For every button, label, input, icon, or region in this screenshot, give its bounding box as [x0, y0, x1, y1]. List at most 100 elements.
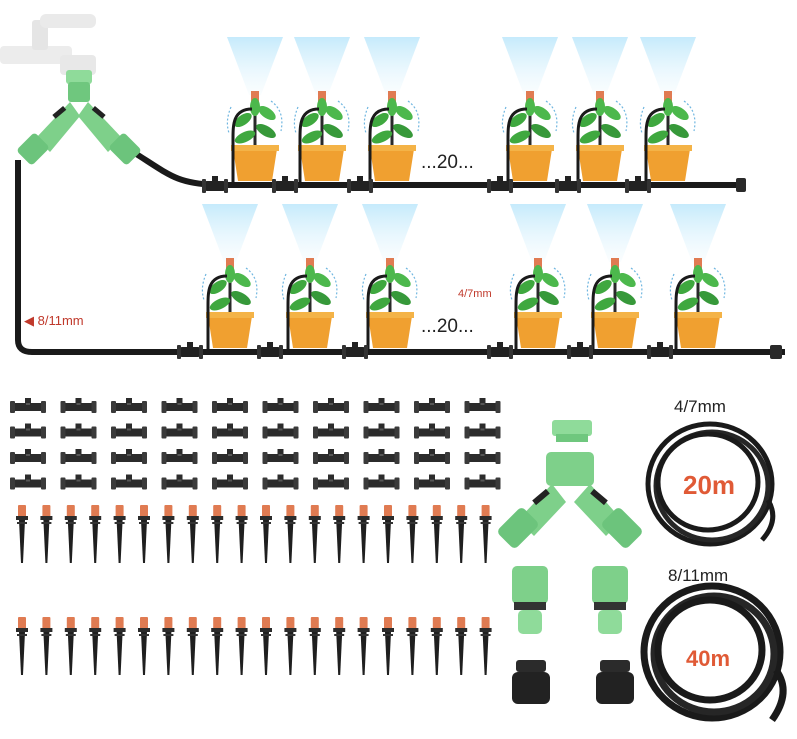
drip-stake-icon — [333, 505, 346, 563]
quick-connector-right — [592, 566, 628, 634]
end-plug-left — [512, 660, 550, 704]
tube-size-label-large: ◀ 8/11mm — [24, 313, 84, 329]
drip-stake-icon — [40, 505, 53, 563]
coil-length-small: 20m — [683, 470, 736, 500]
tee-connector-icon — [414, 449, 450, 464]
coil-title-small: 4/7mm — [674, 397, 726, 416]
drip-stake-icon — [308, 617, 321, 675]
tee-connector-icon — [60, 449, 97, 464]
drip-stake-icon — [89, 617, 102, 675]
drip-stake-icon — [64, 505, 77, 563]
tee-connector-icon — [212, 423, 248, 439]
tee-connector-grid — [10, 398, 501, 490]
drip-stake-icon — [64, 617, 77, 675]
tee-connector-icon — [464, 474, 501, 490]
tee-connector-icon — [60, 398, 97, 413]
tee-connector-icon — [10, 398, 46, 413]
tubing-coil-large — [640, 582, 787, 723]
tee-connector-icon — [464, 423, 501, 439]
tee-connector-icon — [10, 423, 46, 439]
drip-stake-icon — [89, 505, 102, 563]
drip-stake-icon — [16, 617, 28, 675]
drip-stake-icon — [138, 617, 150, 675]
tee-connector-icon — [10, 474, 46, 490]
tee-connector-icon — [363, 474, 400, 490]
tee-connector-icon — [313, 449, 349, 464]
drip-stake-icon — [260, 617, 272, 675]
drip-stake-icon — [406, 505, 419, 563]
drip-stake-icon — [260, 505, 272, 563]
faucet-icon — [0, 14, 96, 75]
drip-stake-icon — [479, 505, 492, 563]
tee-connector-icon — [262, 398, 299, 413]
tee-connector-icon — [313, 423, 349, 439]
tee-connector-icon — [161, 423, 198, 439]
drip-stake-icon — [162, 617, 175, 675]
drip-stake-icon — [382, 617, 394, 675]
tee-connector-icon — [414, 474, 450, 490]
count-label-row-1: ...20... — [421, 152, 474, 173]
tee-connector-icon — [262, 474, 299, 490]
drip-stake-icon — [284, 617, 297, 675]
tee-connector-icon — [111, 423, 147, 439]
tee-connector-icon — [262, 449, 299, 464]
tee-connector-icon — [363, 449, 400, 464]
drip-stake-icon — [357, 505, 370, 563]
tee-connector-icon — [313, 474, 349, 490]
coil-length-large: 40m — [686, 646, 731, 671]
drip-stake-icon — [162, 505, 175, 563]
drip-stake-icon — [382, 505, 394, 563]
tee-connector-icon — [414, 423, 450, 439]
drip-stake-icon — [308, 505, 321, 563]
tee-connector-icon — [111, 474, 147, 490]
drip-stake-icon — [430, 505, 443, 563]
tee-connector-icon — [212, 474, 248, 490]
drip-stake-icon — [406, 617, 419, 675]
tee-connector-icon — [212, 398, 248, 413]
drip-stake-icon — [455, 505, 468, 563]
drip-stake-icon — [333, 617, 346, 675]
drip-stake-icon — [357, 617, 370, 675]
tee-connector-icon — [313, 398, 349, 413]
drip-stake-icon — [113, 505, 126, 563]
tubing-coil-small — [645, 421, 776, 547]
end-plug-right — [596, 660, 634, 704]
tube-size-label-small: 4/7mm — [458, 288, 492, 300]
drip-stake-icon — [40, 617, 53, 675]
drip-stake-icon — [284, 505, 297, 563]
tee-connector-icon — [363, 423, 400, 439]
tee-connector-icon — [262, 423, 299, 439]
tee-connector-icon — [10, 449, 46, 464]
y-splitter-icon — [17, 70, 141, 165]
tee-connector-icon — [464, 449, 501, 464]
drip-stake-icon — [211, 617, 224, 675]
drip-stake-icon — [113, 617, 126, 675]
drip-stake-icon — [235, 505, 248, 563]
drip-stake-grid — [16, 505, 492, 675]
drip-stake-icon — [186, 617, 199, 675]
tee-connector-icon — [161, 398, 198, 413]
drip-stake-icon — [430, 617, 443, 675]
tee-connector-icon — [161, 474, 198, 490]
drip-stake-icon — [455, 617, 468, 675]
coil-title-large: 8/11mm — [668, 566, 729, 585]
drip-stake-icon — [479, 617, 492, 675]
drip-stake-icon — [16, 505, 28, 563]
tee-connector-icon — [111, 449, 147, 464]
tee-connector-icon — [60, 423, 97, 439]
tee-connector-icon — [111, 398, 147, 413]
drip-stake-icon — [138, 505, 150, 563]
quick-connector-left — [512, 566, 548, 634]
drip-stake-icon — [211, 505, 224, 563]
tube-size-label-large-text: 8/11mm — [37, 313, 84, 328]
y-splitter-product — [498, 420, 642, 548]
tee-connector-icon — [363, 398, 400, 413]
tee-connector-icon — [161, 449, 198, 464]
arrow-left-icon: ◀ — [24, 313, 34, 328]
drip-stake-icon — [186, 505, 199, 563]
tee-connector-icon — [414, 398, 450, 413]
drip-stake-icon — [235, 617, 248, 675]
tee-connector-icon — [464, 398, 501, 413]
tee-connector-icon — [212, 449, 248, 464]
tee-connector-icon — [60, 474, 97, 490]
